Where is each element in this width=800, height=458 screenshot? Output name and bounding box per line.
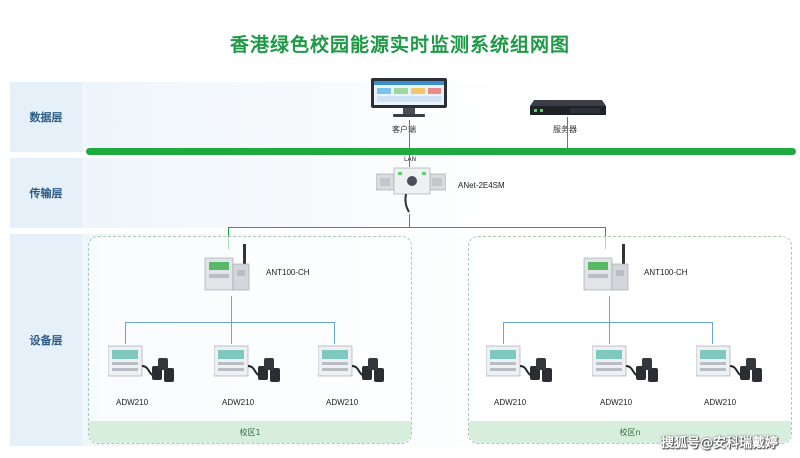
- anet-gateway-label: ANet-2E4SM: [458, 181, 505, 190]
- diagram-title: 香港绿色校园能源实时监测系统组网图: [229, 34, 570, 56]
- ant100-gateway-icon: [203, 244, 253, 294]
- zone-1-meter-drop: [231, 322, 232, 344]
- zone-2-meter-drop: [712, 322, 713, 344]
- zone-2-meter-drop: [609, 322, 610, 344]
- lan-gateway-link: [409, 155, 410, 167]
- zone-2-gateway-label: ANT100-CH: [644, 268, 688, 277]
- meter-label: ADW210: [116, 398, 149, 407]
- transmission-layer-label: 传输层: [10, 158, 82, 228]
- zone-1-gateway-label: ANT100-CH: [266, 268, 310, 277]
- meter-label: ADW210: [222, 398, 255, 407]
- zone-1-meter-bus: [125, 322, 335, 323]
- lan-bus: [86, 148, 796, 155]
- zone-2-meter-drop: [503, 322, 504, 344]
- server-icon: [530, 98, 606, 116]
- zone-1-meter-drop: [334, 322, 335, 344]
- zone-2-meter-bus: [503, 322, 713, 323]
- adw210-meter-icon: [317, 344, 390, 389]
- device-layer-label: 设备层: [10, 234, 82, 446]
- adw210-meter-icon: [213, 344, 286, 389]
- gateway-drop-link: [409, 214, 410, 228]
- client-lan-link: [409, 120, 410, 150]
- anet-gateway-icon: [375, 166, 447, 214]
- watermark: 搜狐号@安科瑞戴婷: [660, 436, 778, 451]
- transmission-layer-band: [82, 158, 800, 228]
- adw210-meter-icon: [695, 344, 768, 389]
- adw210-meter-icon: [591, 344, 664, 389]
- zone-1-meter-trunk: [231, 296, 232, 322]
- lan-label: LAN: [404, 156, 417, 163]
- client-label: 客户端: [392, 125, 416, 134]
- zone-2-meter-trunk: [609, 296, 610, 322]
- zone-1: 校区1: [88, 236, 412, 444]
- meter-label: ADW210: [494, 398, 527, 407]
- zone-distribution-link: [228, 227, 606, 228]
- adw210-meter-icon: [107, 344, 180, 389]
- adw210-meter-icon: [485, 344, 558, 389]
- zone-2-footer: 校区n: [469, 421, 791, 443]
- zone-1-meter-drop: [125, 322, 126, 344]
- meter-label: ADW210: [600, 398, 633, 407]
- meter-label: ADW210: [326, 398, 359, 407]
- zone-2: 校区n: [468, 236, 792, 444]
- zone-1-footer: 校区1: [89, 421, 411, 443]
- meter-label: ADW210: [704, 398, 737, 407]
- ant100-gateway-icon: [582, 244, 632, 294]
- client-monitor-icon: [369, 78, 449, 120]
- data-layer-label: 数据层: [10, 82, 82, 152]
- server-lan-link: [567, 117, 568, 150]
- server-label: 服务器: [553, 125, 577, 134]
